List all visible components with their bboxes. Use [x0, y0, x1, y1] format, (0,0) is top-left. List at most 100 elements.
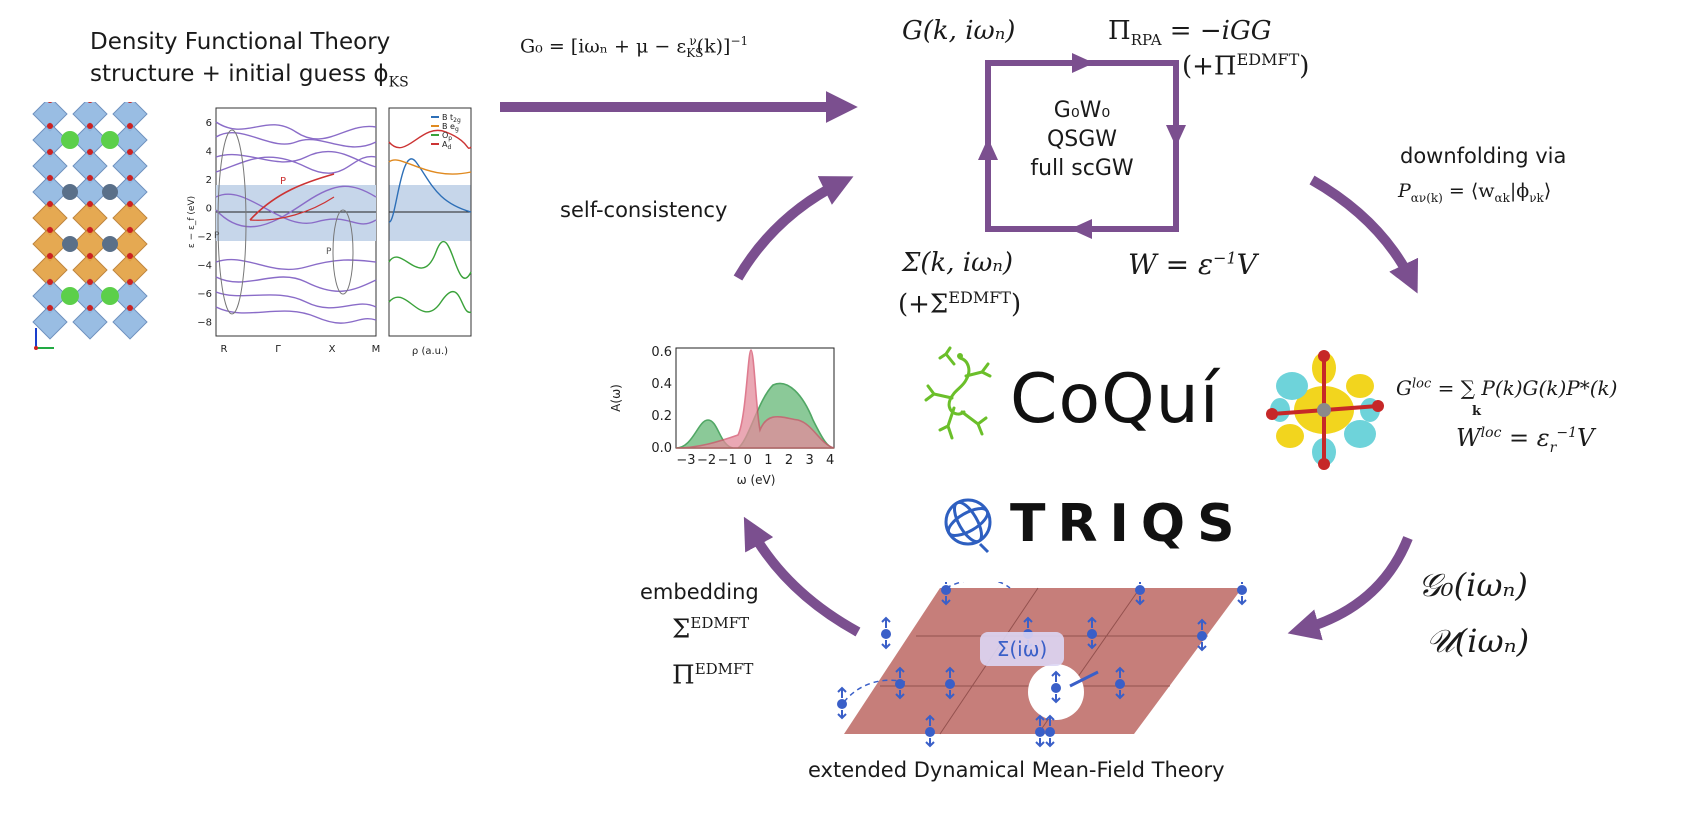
gloc-rhs: = ∑ P(k)G(k)P*(k) [1431, 376, 1618, 400]
band-ylabel: ε − ε_f (eV) [187, 196, 197, 248]
sigma-edmft-label: (+ΣEDMFT) [898, 288, 1021, 320]
cation-atom [61, 131, 79, 149]
oxygen-atom [127, 253, 133, 259]
wloc-sup2: −1 [1556, 425, 1578, 441]
spin-site [1035, 727, 1045, 737]
spin-up-arrow [1051, 670, 1061, 682]
g0-equation: G₀ = [iωₙ + μ − εKSν(k)]−1 [520, 34, 748, 60]
oxygen-atom [47, 279, 53, 285]
dft-title-line2: structure + initial guess ϕKS [90, 58, 409, 99]
spin-up-arrow [925, 714, 935, 726]
oxygen-atom [87, 227, 93, 233]
spectral-xtick-label: −2 [697, 453, 716, 468]
gloc-sum-index: k [1472, 404, 1482, 419]
oxygen-atom [127, 102, 133, 103]
spin-up-arrow [1035, 714, 1045, 726]
band-ytick-label: 6 [206, 118, 212, 129]
wloc-equation: Wloc = εr−1V [1456, 424, 1594, 456]
sigma-edmft-open: (+Σ [898, 289, 949, 320]
octahedron [72, 148, 108, 184]
oxygen-atom [87, 102, 93, 103]
spin-up-arrow [1115, 666, 1125, 678]
edmft-lattice: Σ(iω) [837, 582, 1247, 748]
oxygen-atom [87, 279, 93, 285]
wloc-sup: loc [1480, 425, 1502, 441]
octahedron [32, 226, 68, 262]
spin-site [1045, 727, 1055, 737]
wloc-mid: = ε [1501, 424, 1550, 452]
spectral-xtick-label: −3 [676, 453, 695, 468]
wloc-lhs: W [1456, 424, 1481, 452]
cation-atom [101, 287, 119, 305]
octahedron [112, 200, 148, 236]
spin-down-arrow [1135, 596, 1145, 606]
lattice-sigma-label: Σ(iω) [997, 637, 1048, 661]
pi-rpa-symbol: Π [1108, 16, 1131, 46]
oxygen-atom [47, 102, 53, 103]
spin-down-arrow [881, 640, 891, 650]
oxygen-atom [127, 175, 133, 181]
spectral-xtick-label: 3 [805, 453, 813, 468]
cation-atom [102, 236, 118, 252]
spin-down-arrow [895, 690, 905, 700]
octahedron [72, 200, 108, 236]
spectral-xtick-label: 0 [744, 453, 752, 468]
triqs-logo-text: TRIQS [1010, 494, 1247, 554]
spectral-xtick-label: 2 [785, 453, 793, 468]
wloc-sub: r [1549, 439, 1557, 456]
triqs-globe-icon [944, 498, 992, 554]
w-equation-sup: −1 [1213, 248, 1237, 268]
octahedron [72, 304, 108, 340]
wloc-tail: V [1577, 424, 1595, 452]
spin-up-arrow [837, 686, 847, 698]
self-consistency-label: self-consistency [560, 198, 728, 222]
spin-site [1087, 629, 1097, 639]
gw-box-text: G₀W₀ QSGW full scGW [992, 96, 1172, 183]
band-legend-entry-sub: p [448, 135, 452, 142]
spin-down-arrow [945, 690, 955, 700]
g0-equation-sup: ν [689, 34, 697, 48]
oxygen-atom [127, 279, 133, 285]
downfolding-label: downfolding via [1400, 144, 1567, 168]
pi-edmft-sup: EDMFT [1236, 50, 1300, 69]
octahedron [112, 304, 148, 340]
lattice-sigma-badge [980, 632, 1064, 666]
gk-label: G(k, iωₙ) [902, 16, 1016, 46]
spin-down-arrow [941, 596, 951, 606]
projector-rhs2-sub: νk [1529, 190, 1544, 205]
band-xtick-label: Γ [275, 344, 281, 355]
band-legend-entry: Op [442, 131, 452, 142]
gloc-sup: loc [1411, 376, 1432, 392]
sigma-emb-sup: EDMFT [690, 614, 750, 632]
oxygen-atom [47, 201, 53, 207]
pi-emb-symbol: Π [672, 660, 695, 691]
gw-loop-arrow-left [978, 138, 998, 160]
octahedron [112, 278, 148, 314]
spectral-ytick-label: 0.4 [651, 377, 672, 392]
band-legend-entry: B eg [442, 122, 459, 133]
octahedron [32, 122, 68, 158]
spin-up-arrow [895, 666, 905, 678]
octahedron [72, 102, 108, 132]
spectral-ytick-label: 0.6 [651, 345, 672, 360]
octahedron [32, 200, 68, 236]
spin-down-arrow [1045, 738, 1055, 748]
spectral-ytick-label: 0.2 [651, 409, 672, 424]
oxygen-atom [47, 175, 53, 181]
g0-equation-tail: (k)] [696, 35, 731, 58]
gw-method-scgw: full scGW [1030, 156, 1134, 181]
octahedron [112, 148, 148, 184]
octahedron [72, 226, 108, 262]
impurity-u-label: 𝒰(iωₙ) [1426, 622, 1530, 660]
band-legend-entry-sub: g [455, 126, 459, 133]
spin-down-arrow [1051, 694, 1061, 704]
octahedron [32, 148, 68, 184]
oxygen-atom [87, 149, 93, 155]
spin-up-arrow [945, 582, 947, 584]
octahedron [72, 252, 108, 288]
spectral-xlabel: ω (eV) [737, 473, 776, 487]
gw-method-g0w0: G₀W₀ [1053, 98, 1111, 123]
spin-down-arrow [1197, 642, 1207, 652]
